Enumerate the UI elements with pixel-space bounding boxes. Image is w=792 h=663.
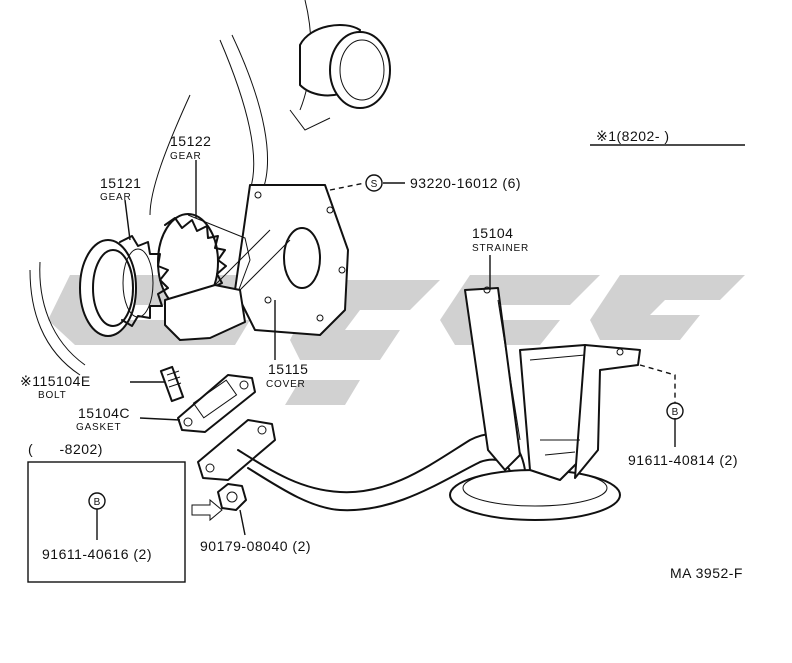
bolt-93220-part-no: 93220-16012 (6) bbox=[410, 175, 521, 191]
bolt-s-mark: S bbox=[371, 179, 378, 190]
serial-note: ※1(8202- ) bbox=[596, 128, 670, 144]
inset-b-mark: B bbox=[94, 497, 101, 508]
label-cover: 15115 COVER bbox=[266, 361, 308, 390]
strainer-name: STRAINER bbox=[472, 243, 529, 254]
nut-right-part-no: 91611-40814 (2) bbox=[628, 452, 738, 468]
label-serial-note: ※1(8202- ) bbox=[596, 128, 670, 144]
inset-frame bbox=[27, 461, 186, 583]
bolt-15104e-part-no: ※115104E bbox=[20, 373, 91, 389]
gear-15122-name: GEAR bbox=[170, 151, 202, 162]
label-nut-91611-40814: B 91611-40814 (2) bbox=[628, 402, 738, 468]
gear-15122-part-no: 15122 bbox=[170, 133, 211, 149]
label-gear-15121: 15121 GEAR bbox=[100, 175, 141, 203]
oil-tube-top bbox=[299, 24, 391, 109]
inset-range: ( -8202) bbox=[28, 441, 103, 457]
strainer-assembly bbox=[197, 286, 641, 521]
label-nut-90179: 90179-08040 (2) bbox=[200, 538, 311, 554]
label-gear-15122: 15122 GEAR bbox=[170, 133, 211, 162]
gasket-15104c bbox=[177, 374, 256, 433]
bolt-15104e-name: BOLT bbox=[38, 390, 67, 401]
label-bolt-93220: S 93220-16012 (6) bbox=[365, 174, 521, 192]
label-bolt-15104e: ※115104E BOLT bbox=[20, 373, 91, 401]
nut-right-b-mark: B bbox=[672, 407, 679, 418]
nut-bottom-part-no: 90179-08040 (2) bbox=[200, 538, 311, 554]
cover-name: COVER bbox=[266, 379, 306, 390]
strainer-part-no: 15104 bbox=[472, 225, 513, 241]
label-gasket: 15104C GASKET bbox=[76, 405, 130, 433]
gear-15121-name: GEAR bbox=[100, 192, 132, 203]
oil-pump-cover bbox=[234, 184, 349, 336]
nut-90179 bbox=[191, 483, 247, 522]
inset-box: ( -8202) B 91611-40616 (2) bbox=[27, 441, 186, 583]
cover-part-no: 15115 bbox=[268, 361, 308, 377]
leader-lines bbox=[124, 144, 745, 536]
gasket-part-no: 15104C bbox=[78, 405, 130, 421]
gasket-name: GASKET bbox=[76, 422, 121, 433]
gear-15121-part-no: 15121 bbox=[100, 175, 141, 191]
nut-right-b-mark-circle bbox=[666, 402, 684, 420]
gear-15121 bbox=[79, 235, 169, 337]
bolt-15104e bbox=[159, 365, 185, 403]
label-strainer: 15104 STRAINER bbox=[472, 225, 529, 254]
inset-part-no: 91611-40616 (2) bbox=[42, 546, 152, 562]
diagram-code: MA 3952-F bbox=[670, 565, 743, 581]
pump-body bbox=[164, 229, 291, 341]
bolt-s-mark-circle bbox=[365, 174, 383, 192]
engine-block-outline bbox=[29, 0, 331, 376]
